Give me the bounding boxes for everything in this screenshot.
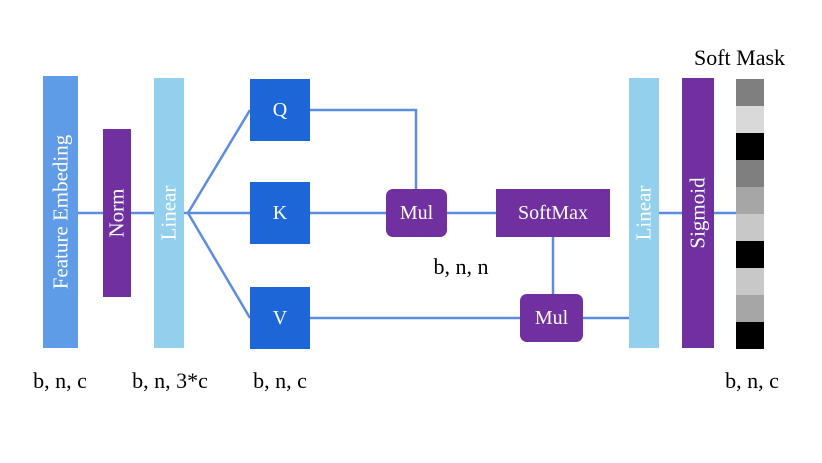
- soft-mask-cell: [736, 133, 764, 160]
- feature-embeding-block: Feature Embeding: [43, 76, 78, 348]
- mul-v-block: Mul: [520, 294, 583, 342]
- soft-mask-cell: [736, 241, 764, 268]
- soft-mask-cell: [736, 106, 764, 133]
- soft-mask-cell: [736, 160, 764, 187]
- soft-mask-cell: [736, 322, 764, 349]
- dim-qkv: b, n, c: [253, 368, 307, 393]
- wire-to-q: [186, 109, 252, 214]
- mul-qk-block: Mul: [386, 189, 447, 237]
- feature-embeding-label: Feature Embeding: [48, 134, 72, 290]
- norm-block: Norm: [103, 129, 131, 297]
- q-block: Q: [250, 79, 310, 141]
- soft-mask-cell: [736, 295, 764, 322]
- dim-output: b, n, c: [725, 368, 779, 393]
- dim-attention: b, n, n: [433, 254, 489, 279]
- sigmoid-label: Sigmoid: [685, 177, 710, 249]
- soft-mask-cell: [736, 187, 764, 214]
- softmax-block: SoftMax: [496, 189, 610, 237]
- linear-in-block: Linear: [154, 78, 184, 348]
- soft-mask-title: Soft Mask: [694, 45, 786, 70]
- soft-mask-cell: [736, 268, 764, 295]
- soft-mask-strip: [736, 79, 764, 349]
- wire-to-v: [186, 212, 252, 319]
- wire-q-mul: [310, 108, 418, 189]
- soft-mask-cell: [736, 214, 764, 241]
- linear-out-label: Linear: [631, 185, 656, 241]
- k-block: K: [250, 182, 310, 244]
- soft-mask-cell: [736, 79, 764, 106]
- linear-out-block: Linear: [629, 78, 659, 348]
- norm-label: Norm: [104, 188, 129, 238]
- dim-linear: b, n, 3*c: [132, 368, 208, 393]
- v-block: V: [250, 287, 310, 349]
- linear-in-label: Linear: [156, 185, 181, 241]
- dim-input: b, n, c: [33, 368, 87, 393]
- sigmoid-block: Sigmoid: [682, 78, 714, 348]
